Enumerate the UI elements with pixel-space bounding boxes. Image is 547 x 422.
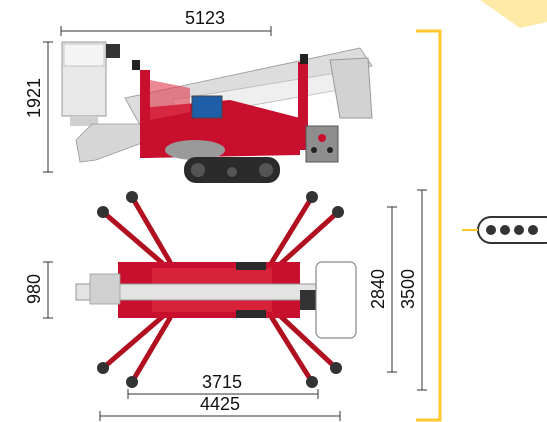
label-top-width: 5123	[185, 8, 225, 28]
side-view-machine	[61, 41, 373, 183]
corner-accent-icon	[480, 0, 547, 28]
dimension-stowed-height: 980	[24, 261, 53, 319]
label-overall-length: 4425	[200, 394, 240, 414]
dimension-top-width: 5123	[60, 8, 272, 36]
top-view-machine	[75, 191, 357, 388]
dimension-side-height: 1921	[24, 41, 53, 173]
track-link-icon	[462, 216, 547, 244]
dimension-overall-length: 4425	[99, 394, 341, 421]
dimension-outrigger-span: 2840	[368, 206, 397, 373]
label-overall-span: 3500	[398, 269, 418, 309]
label-inner-base: 3715	[202, 372, 242, 392]
label-outrigger-span: 2840	[368, 269, 388, 309]
dimension-overall-span: 3500	[398, 189, 427, 391]
overall-height-bracket	[416, 29, 442, 422]
label-side-height: 1921	[24, 78, 44, 118]
dimension-inner-base: 3715	[127, 372, 319, 399]
label-stowed-height: 980	[24, 274, 44, 304]
